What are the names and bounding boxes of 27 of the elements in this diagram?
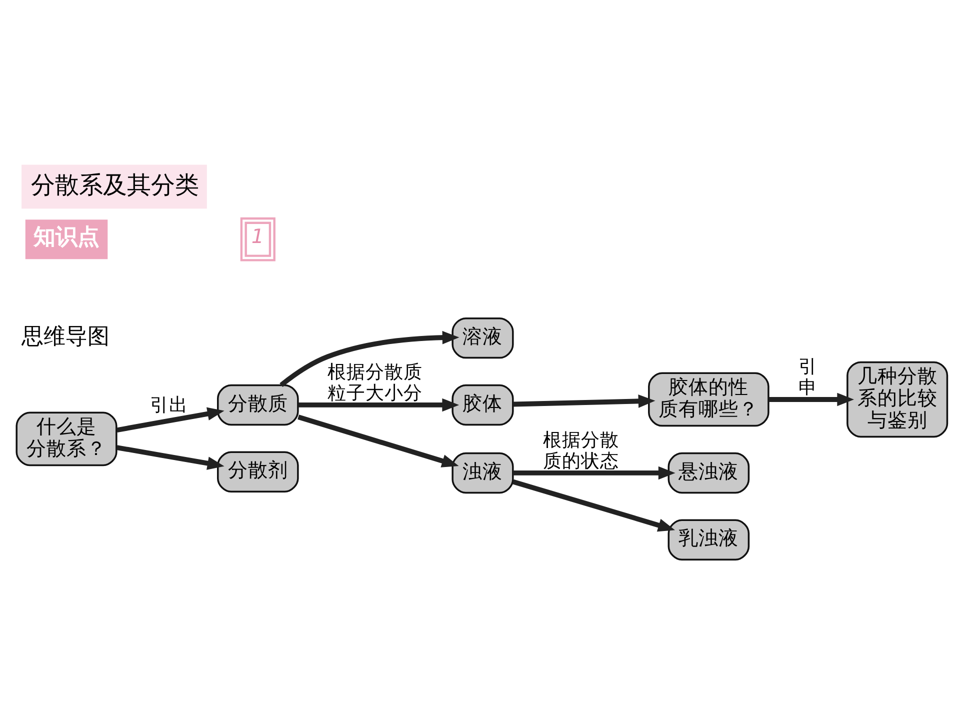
arrow — [116, 445, 224, 470]
arrow — [513, 394, 656, 408]
label: 知识点 — [34, 224, 100, 250]
node-box: 胶体 — [452, 384, 514, 426]
node-box: 胶体的性质有哪些？ — [648, 372, 770, 427]
label: 1 — [251, 225, 264, 248]
node-box: 分散剂 — [217, 451, 299, 492]
arrow — [116, 407, 224, 433]
arrow — [298, 398, 460, 412]
edge-label: 引出 — [150, 395, 188, 416]
arrow — [512, 479, 675, 532]
node-box: 溶液 — [452, 317, 514, 359]
label: 思维导图 — [22, 324, 110, 350]
arrow — [513, 466, 676, 480]
edge-label: 引申 — [798, 356, 818, 399]
arrow — [768, 392, 854, 406]
arrow — [280, 330, 460, 388]
node-box: 乳浊液 — [668, 519, 750, 560]
node-box: 浊液 — [452, 452, 514, 494]
edge-label: 根据分散质的状态 — [542, 430, 619, 472]
edge-label: 根据分散质粒子大小分 — [328, 362, 423, 404]
arrow — [298, 414, 459, 468]
node-box: 什么是分散系？ — [16, 412, 118, 466]
node-box: 悬浊液 — [668, 452, 750, 494]
diagram-title: 分散系及其分类 — [30, 170, 199, 199]
node-box: 分散质 — [217, 384, 299, 426]
node-box: 几种分散系的比较与鉴别 — [846, 361, 948, 438]
